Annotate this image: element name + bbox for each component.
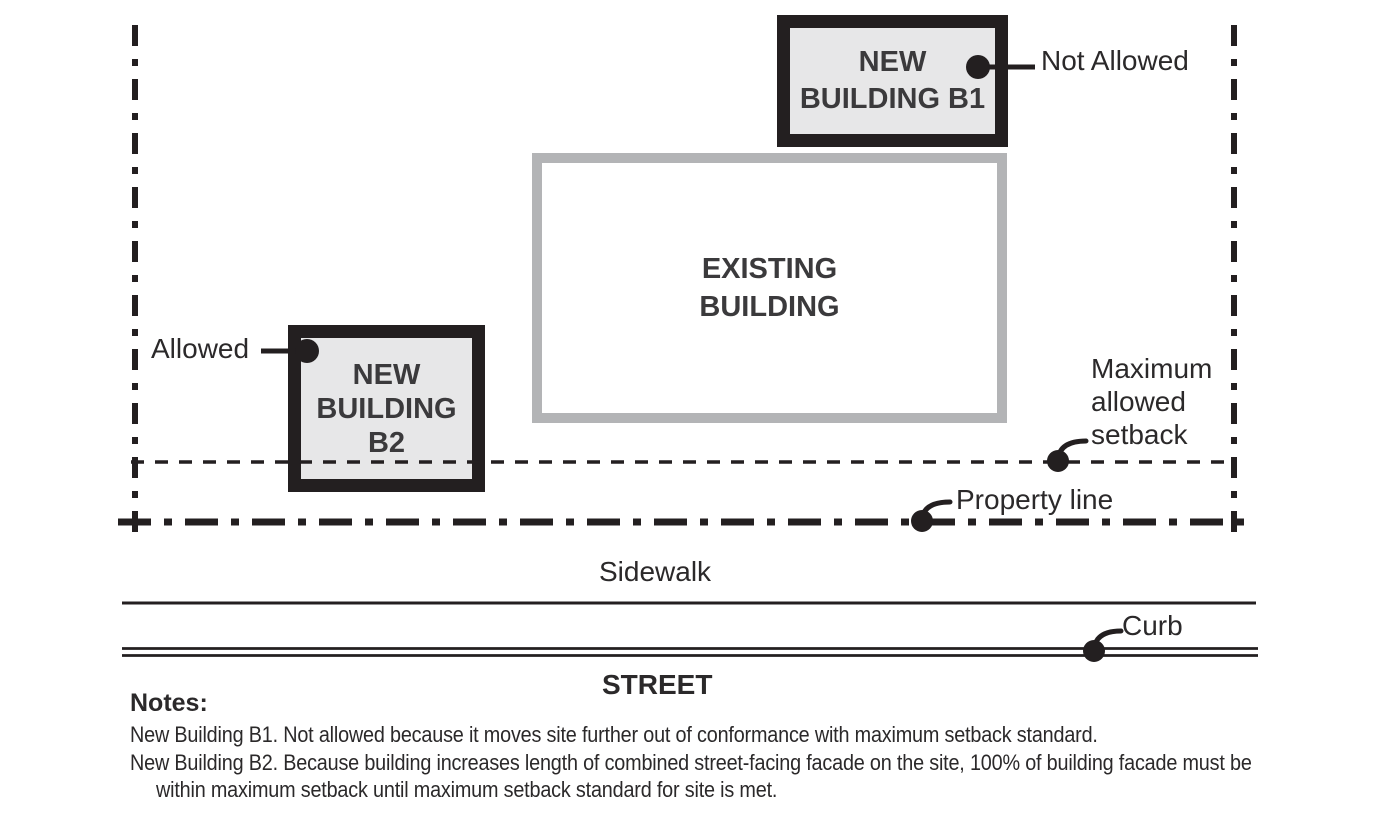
new-building-b2-label-line1: NEW [352, 358, 421, 391]
new-building-b1-label-line2: BUILDING B1 [799, 83, 986, 115]
max-setback-label-line1: Maximum [1091, 353, 1213, 384]
property-line-connector-curve [919, 499, 953, 522]
property-line-connector-dot [911, 510, 933, 532]
max-setback-label: Maximum allowed setback [1091, 352, 1212, 451]
note-b2-line2: within maximum setback until maximum set… [156, 777, 778, 802]
new-building-b1-box: NEW BUILDING B1 [777, 15, 1008, 147]
max-setback-label-line3: setback [1091, 419, 1188, 450]
property-line-label: Property line [956, 484, 1114, 515]
not-allowed-label: Not Allowed [1041, 45, 1189, 76]
sidewalk-label: Sidewalk [599, 556, 712, 587]
max-setback-connector-curve [1055, 438, 1089, 462]
new-building-b1-label-line1: NEW [858, 46, 927, 78]
new-building-b2-label-line3: B2 [367, 426, 406, 459]
notes-heading: Notes: [130, 689, 208, 717]
curb-connector-curve [1091, 628, 1124, 652]
new-building-b2-label-line2: BUILDING [316, 392, 457, 425]
allowed-label: Allowed [151, 333, 250, 364]
max-setback-label-line2: allowed [1091, 386, 1186, 417]
existing-building-label-line2: BUILDING [699, 291, 840, 323]
note-b1: New Building B1. Not allowed because it … [130, 722, 1098, 747]
existing-building-box: EXISTING BUILDING [532, 153, 1007, 423]
existing-building-label-line1: EXISTING [701, 253, 838, 285]
max-setback-connector-dot [1047, 450, 1069, 472]
curb-connector-dot [1083, 640, 1105, 662]
street-label: STREET [602, 669, 713, 700]
curb-label: Curb [1122, 610, 1183, 641]
new-building-b2-box: NEW BUILDING B2 [288, 325, 485, 492]
note-b2-line1: New Building B2. Because building increa… [130, 750, 1252, 775]
